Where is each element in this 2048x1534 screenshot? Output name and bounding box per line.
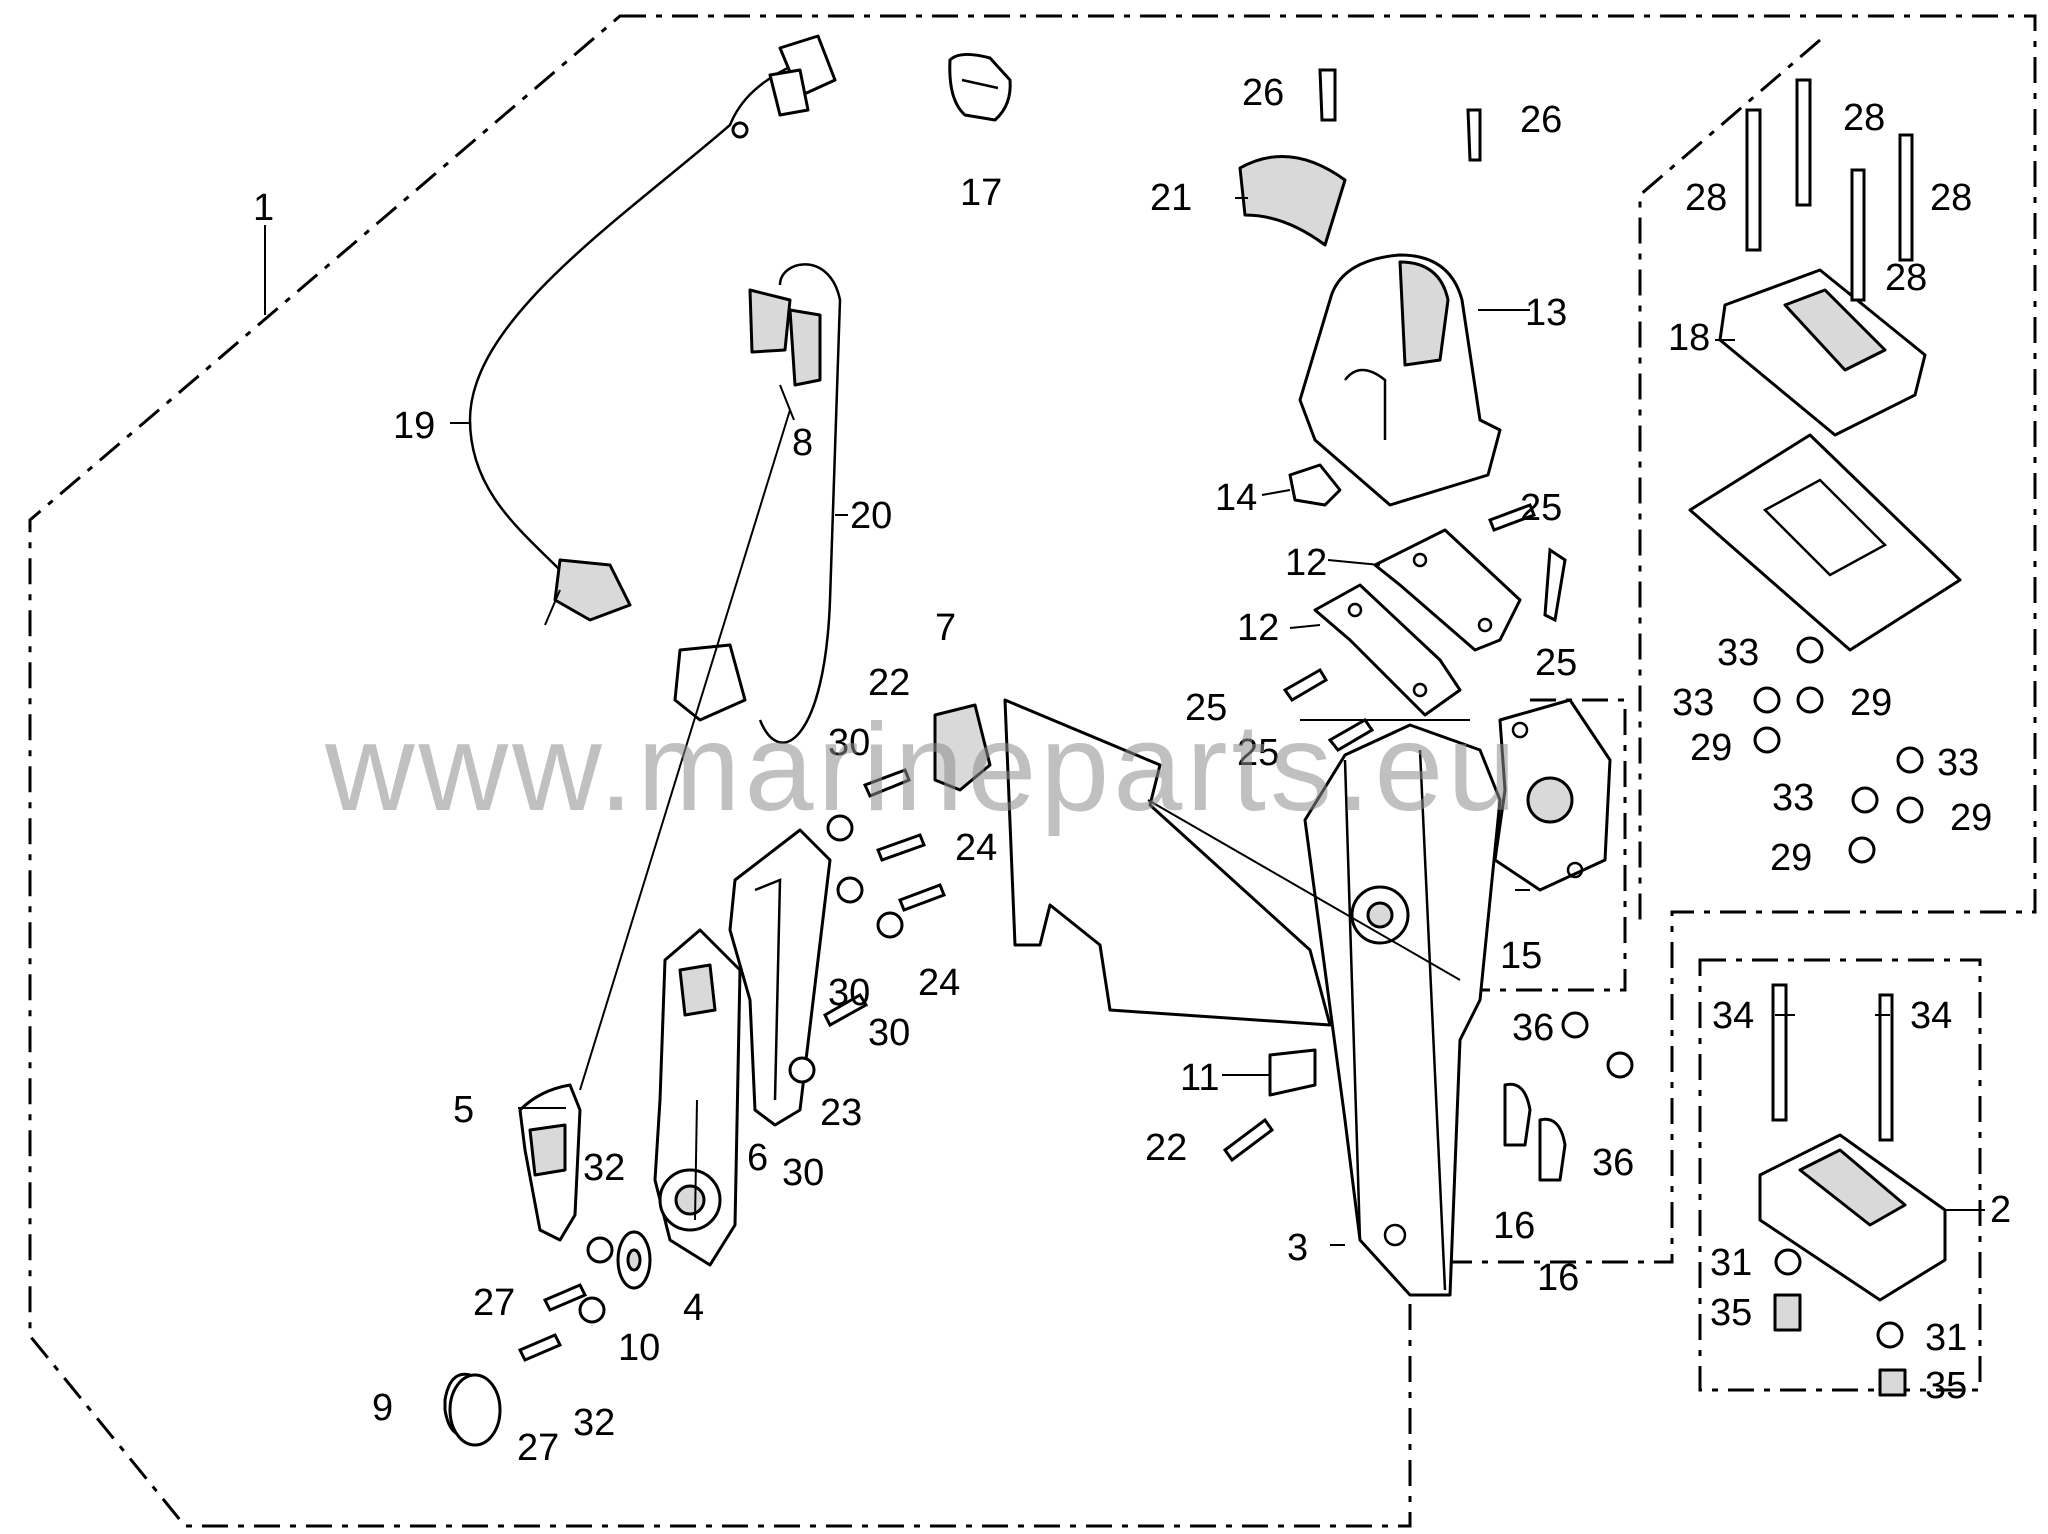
callout-6: 6 <box>747 1137 768 1179</box>
callout-30-b: 30 <box>828 972 870 1014</box>
callout-36-b: 36 <box>1592 1142 1634 1184</box>
callout-1: 1 <box>253 187 274 229</box>
part-16-clip-a <box>1503 1082 1532 1147</box>
callout-22-b: 22 <box>1145 1127 1187 1169</box>
callout-32-b: 32 <box>573 1402 615 1444</box>
callout-29-a: 29 <box>1850 682 1892 724</box>
part-19-wire-harness <box>468 34 837 622</box>
callout-12-upper: 12 <box>1285 542 1327 584</box>
callout-10: 10 <box>618 1327 660 1369</box>
callout-33-c: 33 <box>1937 742 1979 784</box>
fasteners <box>517 68 1924 1397</box>
callout-25-b: 25 <box>1535 642 1577 684</box>
callout-28-d: 28 <box>1885 257 1927 299</box>
part-20-cable <box>673 263 842 744</box>
callout-29-b: 29 <box>1690 727 1732 769</box>
callout-18: 18 <box>1668 317 1710 359</box>
part-12-bracket-upper <box>1373 528 1522 652</box>
part-5-grip <box>518 1083 582 1242</box>
callout-30-a: 30 <box>828 722 870 764</box>
callout-25-c: 25 <box>1185 687 1227 729</box>
callout-33-a: 33 <box>1717 632 1759 674</box>
callout-32-a: 32 <box>583 1147 625 1189</box>
callout-9: 9 <box>372 1387 393 1429</box>
part-6-lever-bracket <box>728 828 832 1127</box>
part-10-washer <box>616 1230 652 1290</box>
callout-16-a: 16 <box>1493 1205 1535 1247</box>
part-14-clip <box>1288 463 1342 507</box>
mounting-gasket <box>1688 433 1962 652</box>
callout-16-b: 16 <box>1537 1257 1579 1299</box>
callout-25-d: 25 <box>1237 732 1279 774</box>
watermark: www.marineparts.eu <box>324 699 1520 837</box>
part-11-clip <box>1268 1048 1317 1097</box>
callout-14: 14 <box>1215 477 1257 519</box>
callout-20: 20 <box>850 495 892 537</box>
part-3-control-housing <box>1303 723 1502 1297</box>
callout-5: 5 <box>453 1089 474 1131</box>
callout-26-a: 26 <box>1242 72 1284 114</box>
callout-23: 23 <box>820 1092 862 1134</box>
callout-28-a: 28 <box>1843 97 1885 139</box>
callout-12-lower: 12 <box>1237 607 1279 649</box>
callout-19: 19 <box>393 405 435 447</box>
callout-15: 15 <box>1500 935 1542 977</box>
part-12-bracket-lower <box>1313 583 1462 717</box>
callout-21: 21 <box>1150 177 1192 219</box>
callout-11: 11 <box>1180 1057 1219 1099</box>
callout-31-b: 31 <box>1925 1317 1967 1359</box>
callout-13: 13 <box>1525 292 1567 334</box>
callout-29-d: 29 <box>1770 837 1812 879</box>
part-21-cover-strip <box>1238 155 1347 247</box>
leader-lines <box>264 197 1985 1246</box>
callout-24-b: 24 <box>918 962 960 1004</box>
callout-33-d: 33 <box>1772 777 1814 819</box>
callout-35-a: 35 <box>1710 1292 1752 1334</box>
callout-7: 7 <box>935 607 956 649</box>
part-15-switch-plate <box>1493 698 1612 892</box>
part-9-plug <box>443 1372 502 1447</box>
callout-28-c: 28 <box>1930 177 1972 219</box>
callout-30-d: 30 <box>782 1152 824 1194</box>
callout-26-b: 26 <box>1520 99 1562 141</box>
part-7-knob <box>933 703 992 792</box>
callout-30-c: 30 <box>868 1012 910 1054</box>
callout-27-a: 27 <box>473 1282 515 1324</box>
callout-2: 2 <box>1990 1189 2011 1231</box>
callout-27-b: 27 <box>517 1427 559 1469</box>
gasket-plate <box>1003 698 1332 1027</box>
callout-3: 3 <box>1287 1227 1308 1269</box>
callout-29-c: 29 <box>1950 797 1992 839</box>
callout-31-a: 31 <box>1710 1242 1752 1284</box>
callout-8: 8 <box>792 422 813 464</box>
callout-34-a: 34 <box>1712 995 1754 1037</box>
callout-33-b: 33 <box>1672 682 1714 724</box>
part-18-plate <box>1718 268 1927 437</box>
callout-36-a: 36 <box>1512 1007 1554 1049</box>
part-2-spacer-block <box>1758 1133 1947 1302</box>
callout-28-b: 28 <box>1685 177 1727 219</box>
callout-4: 4 <box>683 1287 704 1329</box>
part-13-lever-cover <box>1298 253 1502 507</box>
callout-24-a: 24 <box>955 827 997 869</box>
callout-22-a: 22 <box>868 662 910 704</box>
callout-34-b: 34 <box>1910 995 1952 1037</box>
assembly-boundary-2 <box>1698 958 1982 1392</box>
callout-labels: 1 2 3 4 5 6 7 8 9 10 11 12 12 13 14 15 1… <box>253 72 2011 1469</box>
part-16-clip-b <box>1538 1117 1567 1182</box>
part-4-lever-arm <box>653 928 742 1267</box>
part-17-clip <box>948 53 1012 122</box>
callout-17: 17 <box>960 172 1002 214</box>
callout-35-b: 35 <box>1925 1365 1967 1407</box>
callout-25-a: 25 <box>1520 487 1562 529</box>
